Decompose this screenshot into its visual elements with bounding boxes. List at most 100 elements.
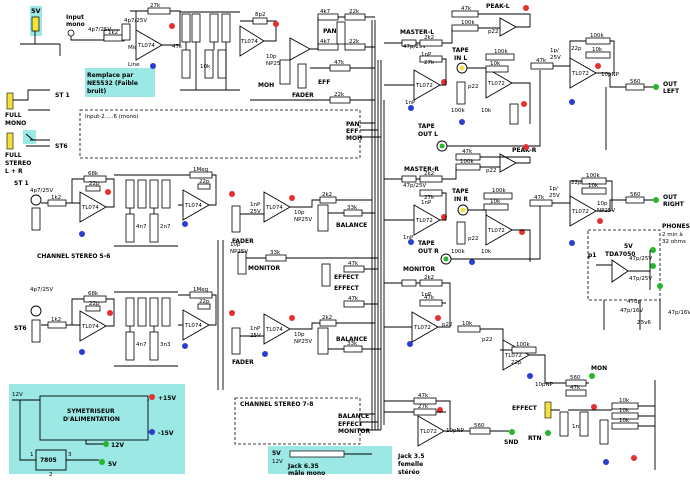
svg-text:27k: 27k — [424, 195, 435, 201]
svg-text:100k: 100k — [451, 108, 465, 114]
svg-text:1nP: 1nP — [421, 200, 432, 206]
svg-text:47k: 47k — [348, 261, 359, 267]
svg-text:1nP: 1nP — [250, 202, 261, 208]
led-blue-st6 — [79, 349, 85, 355]
led-red-st6 — [107, 310, 113, 316]
svg-text:22p: 22p — [199, 299, 210, 305]
svg-text:10k: 10k — [481, 249, 492, 255]
svg-text:p22: p22 — [442, 322, 453, 328]
svg-text:33k: 33k — [270, 250, 281, 256]
svg-text:4n7: 4n7 — [136, 342, 147, 348]
eff-bus-label: EFF — [346, 128, 358, 135]
led-green-out-right — [653, 197, 659, 203]
bus-lines — [371, 20, 385, 430]
svg-text:1p/: 1p/ — [549, 186, 558, 192]
svg-text:27k: 27k — [150, 3, 161, 9]
full-mono-label-2: MONO — [5, 120, 26, 127]
svg-text:25V: 25V — [250, 209, 261, 215]
tape-in-l-label-2: IN L — [454, 55, 467, 62]
c-in-label: 4p7/25V — [88, 27, 111, 33]
led-red-rtn-1 — [631, 455, 637, 461]
svg-text:10k: 10k — [462, 321, 473, 327]
master-r-label: MASTER-R — [404, 166, 439, 173]
st1-b-label: ST 1 — [14, 180, 29, 187]
jack-35-label-3: stéréo — [398, 469, 420, 476]
svg-text:1nP: 1nP — [250, 326, 261, 332]
svg-text:68k: 68k — [88, 171, 99, 177]
opamp-st6-tl074 — [79, 310, 107, 342]
st1-jack — [30, 194, 42, 206]
tape-out-r-label-1: TAPE — [418, 240, 435, 247]
svg-text:4k7: 4k7 — [320, 39, 331, 45]
svg-text:10p: 10p — [294, 210, 305, 216]
svg-text:TL072: TL072 — [504, 353, 522, 359]
svg-text:22p: 22p — [199, 179, 210, 185]
svg-text:100k: 100k — [461, 20, 475, 26]
svg-text:2k2: 2k2 — [322, 192, 332, 198]
effect-bus-label-2: MONITOR — [338, 428, 371, 435]
channel-stereo-56-label: CHANNEL STEREO 5-6 — [37, 253, 110, 260]
out-left-label-2: LEFT — [663, 88, 680, 95]
svg-text:p22: p22 — [468, 84, 479, 90]
led-blue-psu — [149, 429, 155, 435]
opamp-effect-send — [417, 415, 445, 447]
svg-text:47k: 47k — [334, 60, 345, 66]
jack-635-label-1: Jack 6.35 — [287, 463, 319, 470]
opamp-input-tl074 — [135, 29, 163, 61]
led-blue-monitor-2 — [527, 373, 533, 379]
led-red-psu — [149, 394, 155, 400]
svg-text:p22: p22 — [468, 236, 479, 242]
tape-out-l-label-2: OUT L — [418, 131, 438, 138]
opamp-out-r — [569, 195, 597, 227]
svg-text:22p: 22p — [511, 360, 522, 366]
led-red-master-r — [441, 214, 447, 220]
full-stereo-label-2: STEREO — [5, 160, 31, 167]
opamp-tape-r — [485, 214, 513, 246]
psu-block-highlight — [9, 384, 185, 474]
full-stereo-label-1: FULL — [5, 152, 22, 159]
effect-b-label: EFFECT — [334, 285, 360, 292]
effect-ret-label: EFFECT — [512, 405, 538, 412]
jack-35-label-2: femelle — [398, 461, 423, 468]
led-green-out-left — [653, 84, 659, 90]
out-left-label-1: OUT — [663, 81, 678, 88]
psu-symmetrizer-box — [39, 395, 149, 441]
svg-text:10k: 10k — [490, 199, 501, 205]
balance-b-label: BALANCE — [336, 336, 367, 343]
svg-text:4p7/25V: 4p7/25V — [30, 287, 53, 293]
psu-title-1: SYMETRISEUR — [67, 408, 115, 415]
svg-text:100k: 100k — [516, 342, 530, 348]
mon-label: MON — [591, 365, 607, 372]
svg-text:560: 560 — [570, 375, 581, 381]
svg-text:10pNP: 10pNP — [535, 382, 554, 388]
psu-5v-label: 5V — [108, 461, 117, 468]
input-wire — [20, 31, 61, 56]
psu-title-2: D'ALIMENTATION — [63, 416, 120, 423]
svg-text:TL072: TL072 — [571, 71, 589, 77]
svg-text:25V: 25V — [549, 193, 560, 199]
svg-text:22p: 22p — [571, 46, 582, 52]
svg-text:2k2: 2k2 — [322, 315, 332, 321]
led-green-phones-1 — [650, 247, 656, 253]
svg-text:100k: 100k — [451, 249, 465, 255]
led-green-rtn — [545, 430, 551, 436]
svg-text:47k: 47k — [418, 393, 429, 399]
svg-text:22k: 22k — [349, 39, 360, 45]
out-right-label-2: RIGHT — [663, 201, 685, 208]
pan-bus-label: PAN — [346, 121, 360, 128]
svg-text:27k: 27k — [424, 60, 435, 66]
svg-text:1nP: 1nP — [405, 100, 416, 106]
input-2-6-block — [79, 109, 361, 159]
svg-text:27k: 27k — [418, 404, 429, 410]
led-red-in — [169, 23, 175, 29]
moh-label: MOH — [258, 82, 274, 89]
effect-bus-label-1: EFFECT — [338, 421, 364, 428]
led-green-snd — [509, 429, 515, 435]
st1-label: ST 1 — [55, 92, 70, 99]
jack-12v-label: 12V — [272, 459, 283, 465]
svg-text:TL074: TL074 — [81, 324, 99, 330]
svg-text:TL072: TL072 — [487, 81, 505, 87]
z5v6-label: Z5v6 — [637, 320, 652, 326]
svg-text:47k: 47k — [534, 195, 545, 201]
